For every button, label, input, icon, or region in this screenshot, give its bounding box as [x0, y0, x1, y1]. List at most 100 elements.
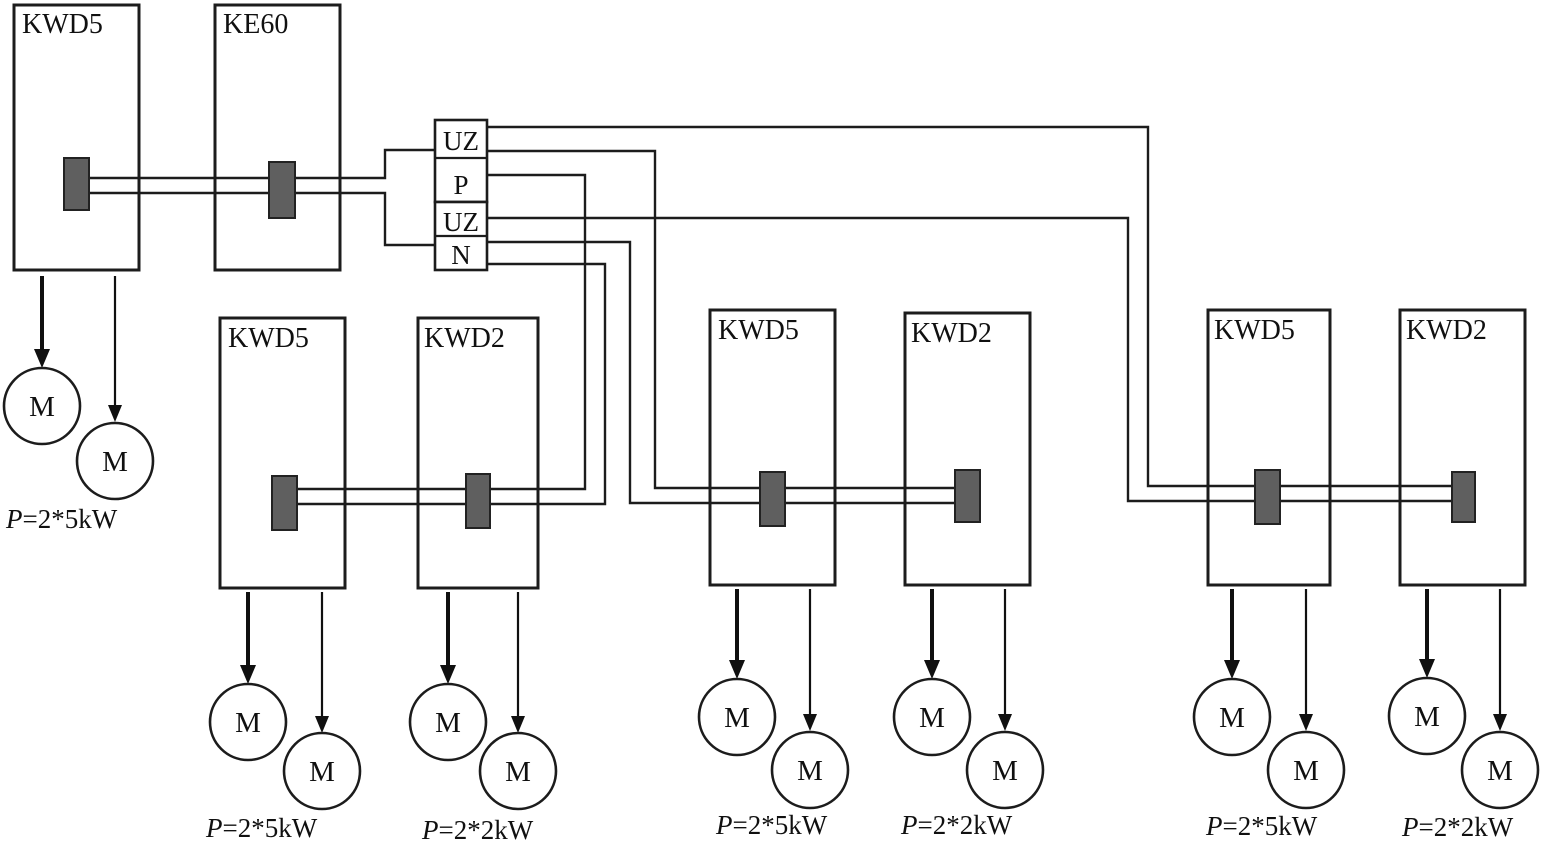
motor-circle	[2, 366, 82, 446]
pair2-kwd2-drives: M M	[892, 589, 1045, 810]
pair1-kwd2-power-label: P=2*2kW	[421, 815, 534, 845]
feeder-kwd5-unit: KWD5	[12, 3, 141, 272]
power-value: =2*2kW	[439, 815, 534, 845]
pair2-kwd2-box	[903, 311, 1032, 587]
motor-circle	[1192, 677, 1272, 757]
motor-circle	[1460, 730, 1540, 810]
motor-label: M	[505, 756, 531, 788]
pair3-kwd5-coupler	[1254, 469, 1281, 525]
pair1-kwd5-power-label: P=2*5kW	[205, 813, 318, 843]
power-symbol: P	[715, 810, 733, 840]
cable-runs	[70, 125, 1468, 506]
pair2-kwd5-coupler	[759, 471, 786, 527]
pair3-kwd2-drives: M M	[1387, 589, 1540, 810]
power-value: =2*5kW	[23, 504, 118, 534]
motor-label: M	[1219, 702, 1245, 734]
uzn-to-pair1-wire	[284, 262, 607, 506]
feeder-kwd5-box	[12, 3, 141, 272]
motor-circle	[892, 677, 972, 757]
power-value: =2*2kW	[918, 810, 1013, 840]
power-value: =2*5kW	[733, 810, 828, 840]
pair3-kwd2-coupler	[1451, 471, 1476, 523]
motor-label: M	[1487, 755, 1513, 787]
arrow-head-icon	[924, 660, 940, 679]
arrow-head-icon	[803, 714, 817, 731]
pair3-kwd2-unit: KWD2	[1398, 308, 1527, 587]
feeder-power-label: P=2*5kW	[5, 504, 118, 534]
motor-label: M	[235, 707, 261, 739]
ke60-box	[213, 3, 342, 272]
arrow-head-icon	[315, 716, 329, 733]
arrow-head-icon	[1493, 714, 1507, 731]
uzp-label-uz: UZ	[443, 126, 479, 156]
motor-circle	[208, 682, 288, 762]
motor-label: M	[1293, 755, 1319, 787]
motor-label: M	[1414, 701, 1440, 733]
motor-label: M	[435, 707, 461, 739]
junction-uzn: UZ N	[433, 200, 489, 272]
pair2-kwd2-label: KWD2	[911, 318, 992, 349]
motor-label: M	[919, 702, 945, 734]
motor-label: M	[309, 756, 335, 788]
motor-circle	[75, 421, 155, 501]
junction-uzp: UZ P	[433, 118, 489, 204]
power-symbol: P	[1401, 812, 1419, 842]
pair3-kwd5-drives: M M	[1192, 589, 1346, 810]
pair1-kwd2-drives: M M	[408, 592, 558, 811]
motor-label: M	[992, 755, 1018, 787]
motor-circle	[697, 677, 777, 757]
uzp-to-pair3-wire	[487, 125, 1468, 488]
motor-circle	[282, 731, 362, 811]
uzp-to-pair1-wire	[284, 173, 587, 491]
motor-circle	[965, 730, 1045, 810]
pair3-kwd2-power-label: P=2*2kW	[1401, 812, 1514, 842]
pair2-kwd2-unit: KWD2	[903, 311, 1032, 587]
motor-label: M	[724, 702, 750, 734]
pair2-kwd5-drives: M M	[697, 589, 850, 810]
pair2-kwd2-power-label: P=2*2kW	[900, 810, 1013, 840]
motor-label: M	[102, 446, 128, 478]
pair1-kwd5-coupler	[271, 475, 298, 531]
pair1-kwd2-label: KWD2	[424, 323, 505, 354]
uzn-to-pair3-wire	[487, 216, 1468, 503]
pair3-kwd5-unit: KWD5	[1206, 308, 1332, 587]
pair1-kwd5-unit: KWD5	[218, 316, 347, 590]
pair3-kwd5-box	[1206, 308, 1332, 587]
uzn-to-pair2-wire	[487, 240, 967, 505]
arrow-head-icon	[34, 349, 50, 368]
motor-label: M	[797, 755, 823, 787]
pair1-kwd2-box	[416, 316, 540, 590]
feeder-kwd5-coupler	[63, 157, 90, 211]
arrow-head-icon	[440, 665, 456, 684]
power-value: =2*5kW	[223, 813, 318, 843]
pair2-kwd2-coupler	[954, 469, 981, 523]
pair2-kwd5-power-label: P=2*5kW	[715, 810, 828, 840]
motor-label: M	[29, 391, 55, 423]
arrow-head-icon	[998, 714, 1012, 731]
ke60-unit: KE60	[213, 3, 342, 272]
power-symbol: P	[421, 815, 439, 845]
motor-circle	[770, 730, 850, 810]
motor-circle	[408, 682, 488, 762]
pair1-kwd2-coupler	[465, 473, 491, 529]
pair1-kwd2-unit: KWD2	[416, 316, 540, 590]
feeder-bus-upper-wire	[70, 148, 435, 180]
power-value: =2*5kW	[1223, 811, 1318, 841]
pair3-kwd2-label: KWD2	[1406, 315, 1487, 346]
feeder-drive-left: M	[2, 276, 82, 446]
uzp-label-p: P	[453, 170, 468, 200]
uzn-label-n: N	[451, 240, 471, 270]
motor-circle	[1266, 730, 1346, 810]
pair1-kwd5-label: KWD5	[228, 323, 309, 354]
power-symbol: P	[1205, 811, 1223, 841]
pair3-kwd2-box	[1398, 308, 1527, 587]
arrow-head-icon	[1419, 659, 1435, 678]
feeder-bus-lower-wire	[70, 191, 435, 247]
power-value: =2*2kW	[1419, 812, 1514, 842]
arrow-head-icon	[729, 660, 745, 679]
ke60-coupler	[268, 161, 296, 219]
pair3-kwd5-power-label: P=2*5kW	[1205, 811, 1318, 841]
arrow-head-icon	[1299, 714, 1313, 731]
